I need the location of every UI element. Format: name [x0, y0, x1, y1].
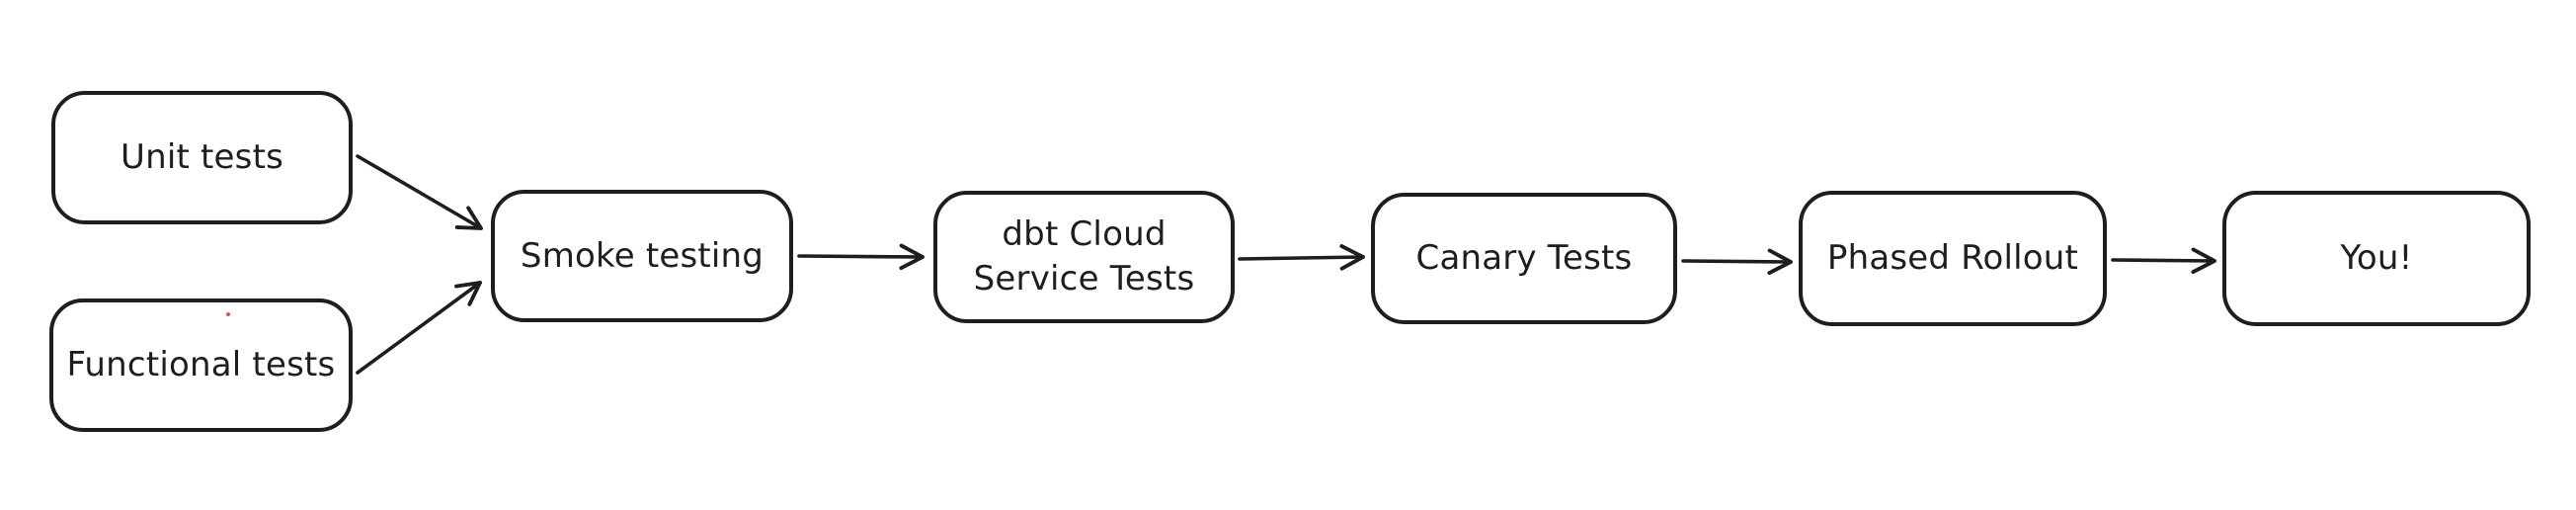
arrow-smoke-testing-to-dbt-cloud [797, 243, 925, 271]
node-smoke-testing: Smoke testing [491, 190, 793, 322]
node-smoke-testing-label: Smoke testing [520, 235, 765, 276]
node-canary-tests-label: Canary Tests [1415, 238, 1633, 279]
node-phased-rollout: Phased Rollout [1799, 191, 2107, 326]
node-you: You! [2222, 191, 2531, 326]
node-dbt-cloud-service-tests-label: dbt Cloud Service Tests [973, 214, 1195, 298]
arrow-phased-rollout-to-you [2111, 247, 2216, 275]
node-dbt-cloud-service-tests: dbt Cloud Service Tests [933, 191, 1235, 323]
node-unit-tests: Unit tests [51, 91, 353, 224]
arrow-functional-tests-to-smoke-testing [356, 281, 482, 375]
node-you-label: You! [2340, 238, 2413, 279]
node-functional-tests: Functional tests [49, 298, 353, 432]
node-canary-tests: Canary Tests [1371, 193, 1677, 324]
arrow-canary-tests-to-phased-rollout [1681, 248, 1793, 276]
node-phased-rollout-label: Phased Rollout [1826, 238, 2079, 279]
arrow-unit-tests-to-smoke-testing [356, 154, 483, 230]
node-unit-tests-label: Unit tests [120, 137, 284, 178]
arrow-dbt-cloud-to-canary-tests [1238, 244, 1365, 271]
stray-red-dot [226, 312, 230, 316]
node-functional-tests-label: Functional tests [66, 345, 336, 385]
